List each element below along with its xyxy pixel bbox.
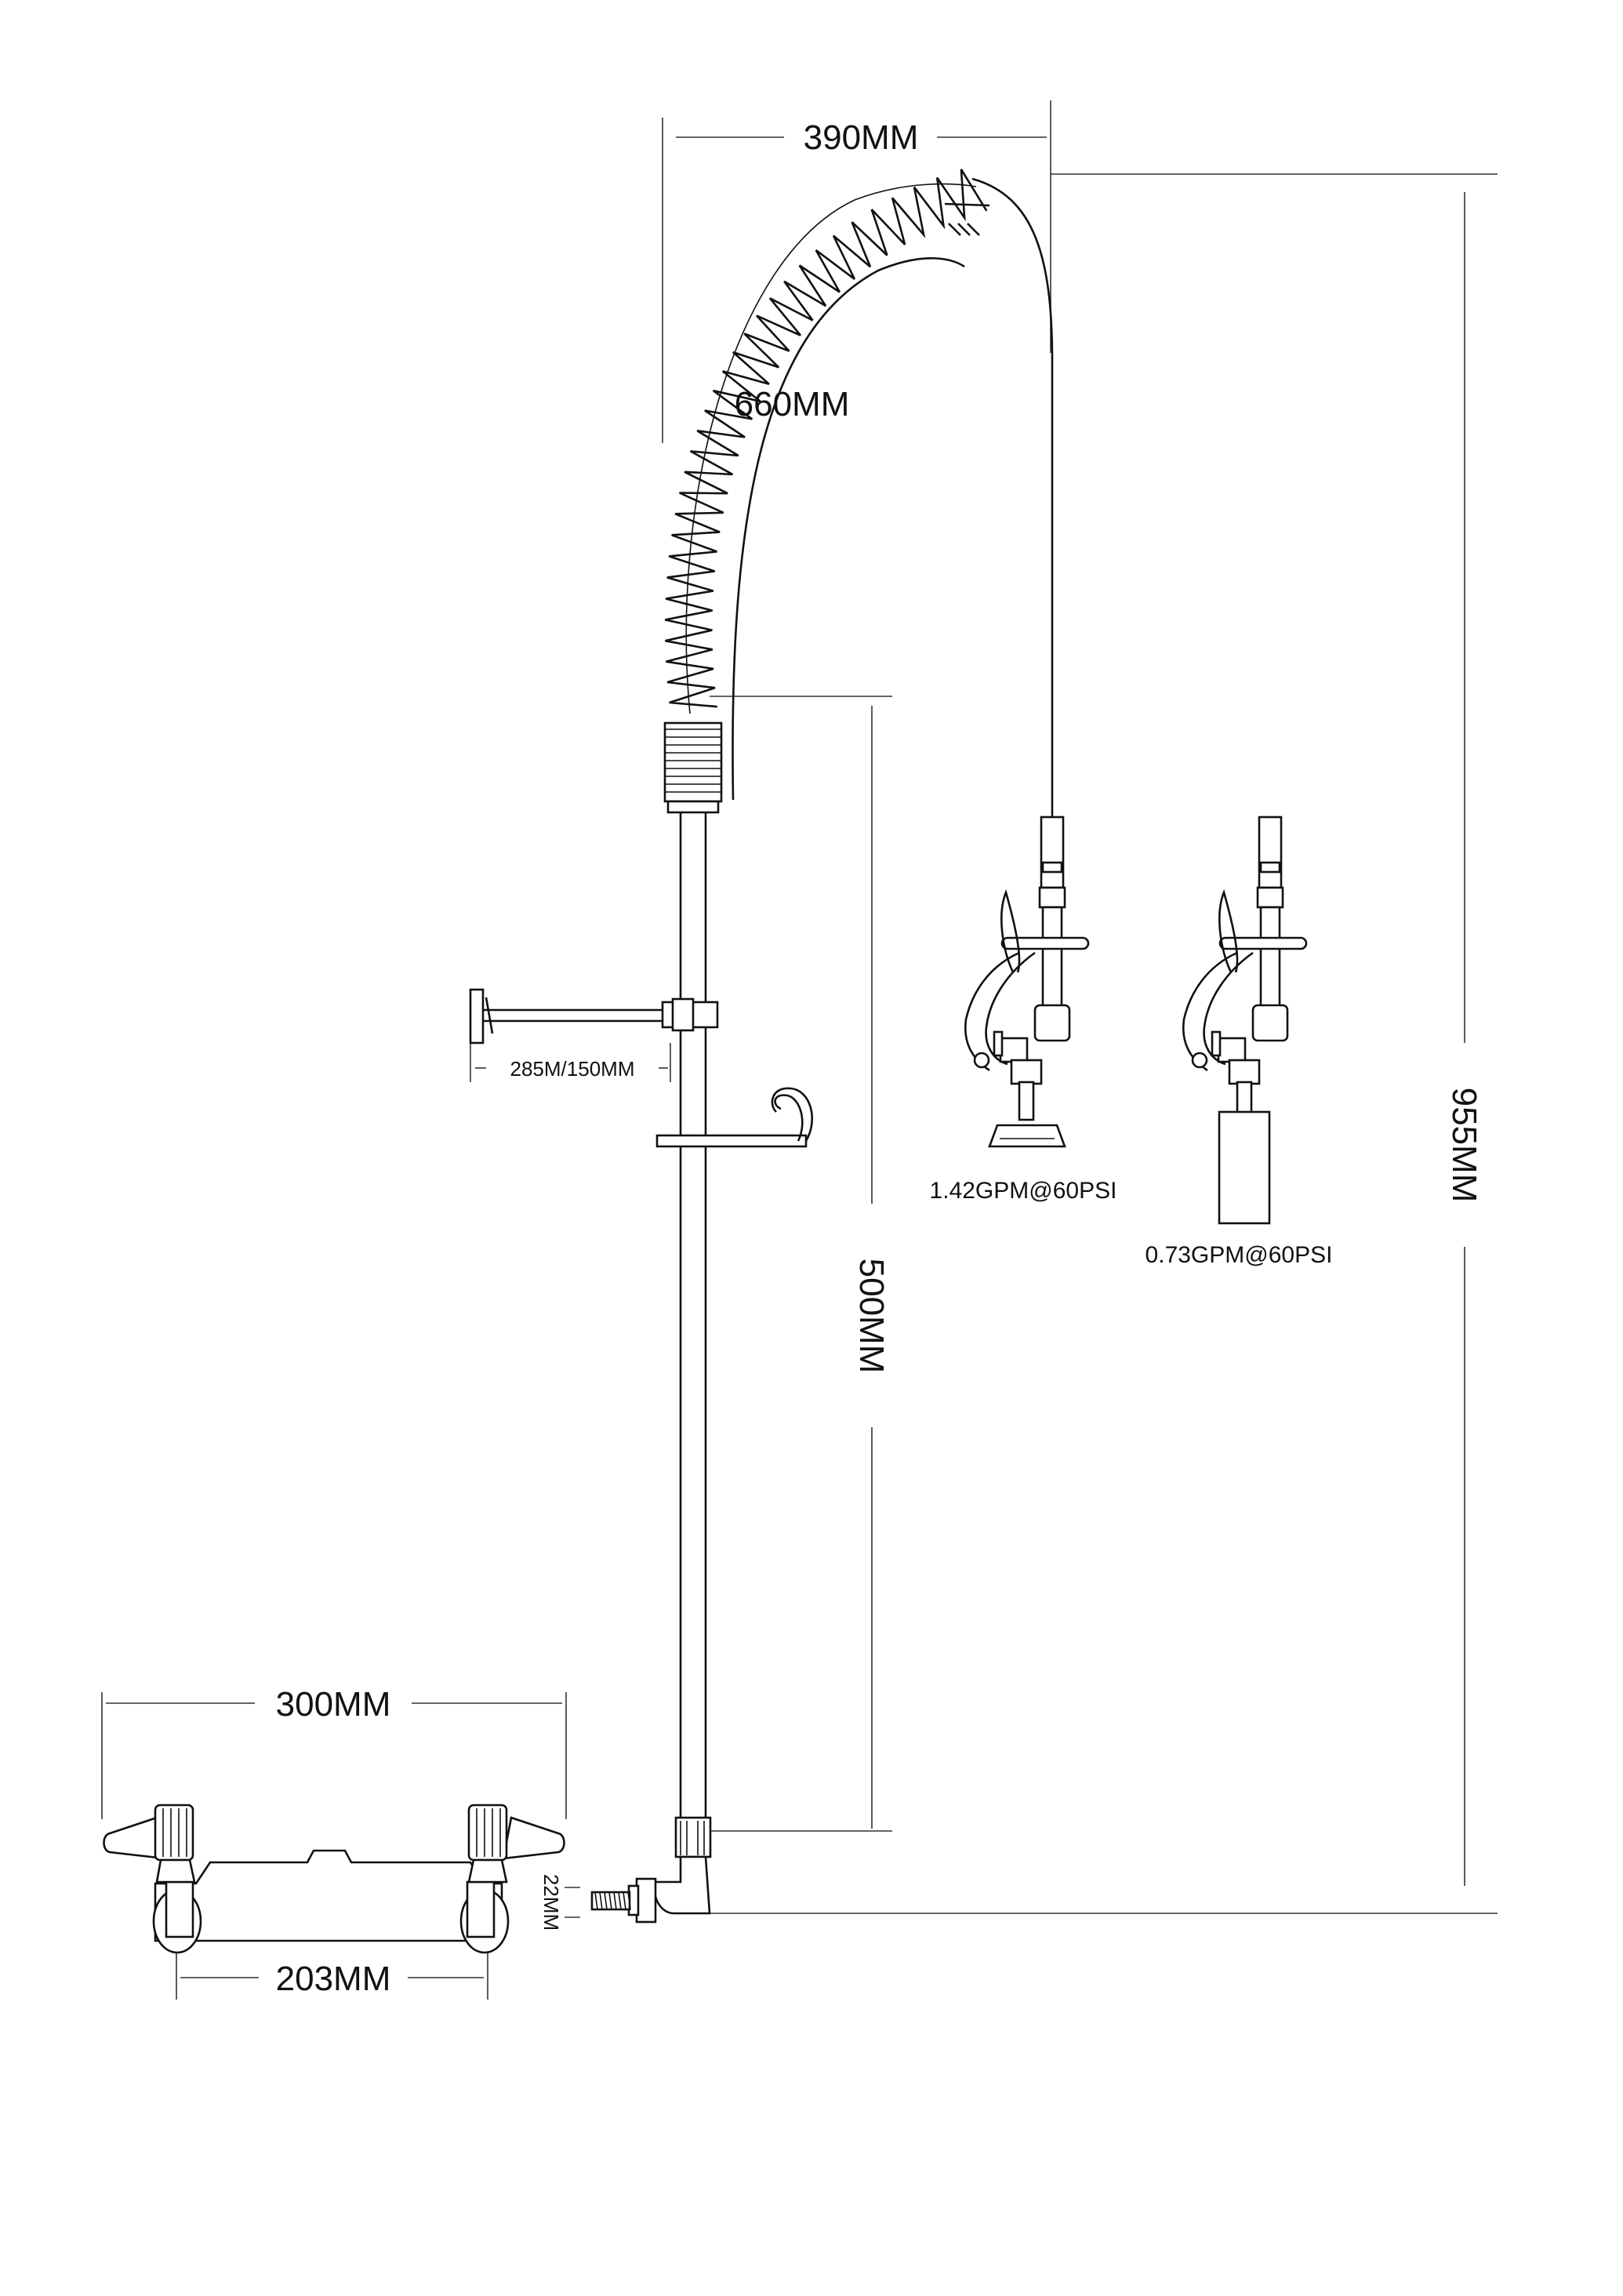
thread-tick: [627, 1891, 631, 1910]
riser-pipe: [679, 812, 707, 1818]
riser-height-label: 500MM: [852, 1259, 891, 1374]
thread-tick: [604, 1891, 608, 1910]
hose-reach-label: 390MM: [804, 118, 919, 157]
faucet-centers-label: 203MM: [276, 1960, 391, 1998]
spray-holder-hook: [655, 1087, 813, 1148]
thread-tick: [613, 1891, 617, 1910]
wall-bracket: [469, 988, 719, 1044]
total-height-label: 955MM: [1445, 1088, 1483, 1203]
base-elbow: [590, 1816, 712, 1924]
hose-length-label: 660MM: [735, 385, 850, 423]
wall-mount-faucet: [103, 1804, 565, 1954]
spray-valve-2: [1182, 816, 1308, 1225]
spring-collar: [663, 721, 723, 814]
spray-valve-2-flow-label: 0.73GPM@60PSI: [1146, 1242, 1333, 1268]
collar-ribs: [665, 728, 721, 793]
spring-coil: [665, 169, 988, 708]
thread-tick: [599, 1891, 603, 1910]
spray-valve-1: [964, 816, 1090, 1148]
pre-rinse-spring: [665, 169, 990, 714]
flex-hose: [732, 177, 1054, 817]
thread-tick: [608, 1891, 612, 1910]
thread-tick: [618, 1891, 622, 1910]
inlet-thread: [594, 1891, 631, 1910]
thread-tick: [594, 1891, 598, 1910]
wall-bracket-label: 285M/150MM: [510, 1057, 635, 1081]
inlet-size-label: 22MM: [539, 1874, 563, 1931]
dimension-lines: [101, 100, 1498, 2000]
spray-valve-1-flow-label: 1.42GPM@60PSI: [930, 1178, 1117, 1204]
dimension-labels: 390MM 660MM 955MM 500MM 285M/150MM 1.42G…: [276, 118, 1483, 1998]
faucet-width-label: 300MM: [276, 1685, 391, 1724]
thread-tick: [623, 1891, 626, 1910]
